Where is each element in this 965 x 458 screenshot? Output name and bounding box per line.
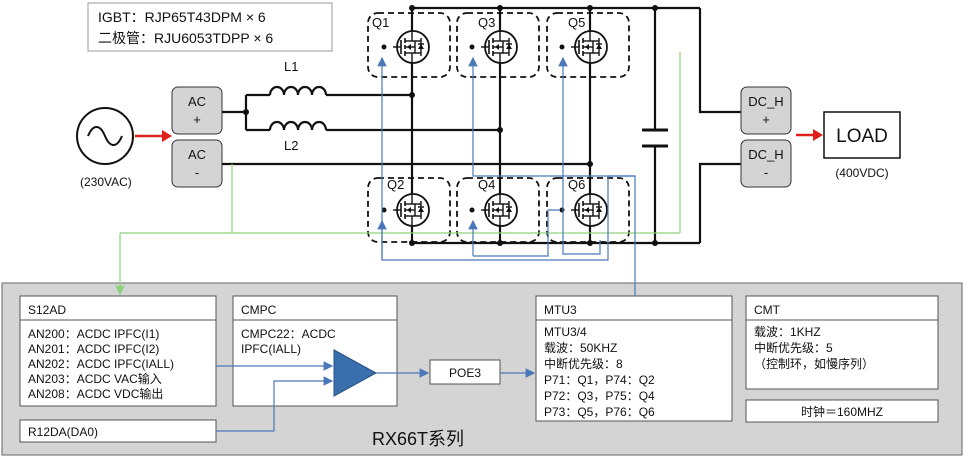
- inductor-l2-label: L2: [284, 138, 298, 153]
- clock-block: [745, 399, 939, 423]
- ac-plus-terminal: [171, 86, 223, 135]
- s12ad-line: AN202：ACDC IPFC(IALL): [28, 357, 174, 371]
- component-legend-box: [87, 2, 333, 52]
- r12da-label: R12DA(DA0): [28, 425, 98, 439]
- mtu3-line: P71：Q1，P74：Q2: [544, 373, 655, 387]
- s12ad-line: AN208：ACDC VDC输出: [28, 386, 163, 401]
- poe3-label: POE3: [449, 366, 481, 380]
- dc-minus-terminal: [740, 139, 792, 188]
- ac-plus-label: AC: [188, 94, 206, 109]
- dc-plus-sign: +: [762, 112, 770, 127]
- gate-wire-q6: [473, 209, 560, 257]
- cmpc-line: IPFC(IALL): [241, 342, 301, 356]
- cmpc-line: CMPC22：ACDC: [241, 327, 336, 341]
- switch-q3-label: Q3: [478, 15, 495, 30]
- cmt-line: 中断优先级：5: [754, 340, 833, 355]
- mtu3-line: 载波：50KHZ: [544, 341, 617, 355]
- cmt-title: CMT: [754, 303, 781, 317]
- switch-q6-label: Q6: [568, 177, 585, 192]
- switch-q2: [367, 177, 451, 243]
- inductor-l1: [268, 85, 328, 96]
- mtu3-line: MTU3/4: [544, 325, 587, 339]
- ac-source: [76, 107, 134, 165]
- switch-q4-label: Q4: [478, 177, 495, 192]
- s12ad-block: [19, 295, 217, 407]
- clock-label: 时钟＝160MHZ: [801, 404, 883, 419]
- ac-plus-sign: +: [193, 112, 201, 127]
- s12ad-line: AN201：ACDC IPFC(I2): [28, 342, 159, 356]
- dac-to-comparator-wire: [216, 376, 334, 432]
- sense-wiring: [120, 52, 681, 234]
- ac-minus-label: AC: [188, 147, 206, 162]
- gate-wire-q3: [468, 56, 636, 296]
- inductor-l2: [268, 120, 328, 131]
- load-arrowhead: [813, 129, 823, 141]
- bus-capacitor: [642, 128, 668, 148]
- mtu3-title: MTU3: [544, 303, 577, 317]
- diode-part-text: 二极管：RJU6053TDPP × 6: [98, 30, 273, 46]
- mtu3-line: P72：Q3，P75：Q4: [544, 389, 655, 403]
- mtu3-line: P73：Q5，P76：Q6: [544, 405, 655, 419]
- mtu3-block: [535, 295, 733, 422]
- switch-q1: [367, 12, 451, 78]
- s12ad-title: S12AD: [28, 303, 66, 317]
- cmt-line: 载波：1KHZ: [754, 325, 821, 339]
- cmt-line: （控制环，如慢序列）: [754, 356, 874, 371]
- cmpc-block: [232, 295, 398, 407]
- load-box: [823, 111, 901, 159]
- switch-q5: [546, 12, 630, 78]
- s12ad-line: AN200：ACDC IPFC(I1): [28, 327, 159, 341]
- cmpc-title: CMPC: [241, 303, 277, 317]
- poe3-block: [429, 359, 501, 385]
- load-label: LOAD: [836, 126, 888, 147]
- switch-q1-label: Q1: [372, 15, 389, 30]
- switch-q3: [456, 12, 540, 78]
- mcu-name: RX66T系列: [372, 429, 464, 449]
- dc-plus-terminal: [740, 86, 792, 135]
- load-voltage-label: (400VDC): [835, 166, 888, 180]
- gate-wire-q1: [377, 56, 635, 261]
- cmt-block: [745, 295, 939, 390]
- inductor-l1-label: L1: [284, 59, 298, 74]
- source-arrowhead: [162, 130, 172, 142]
- s12ad-line: AN203：ACDC VAC输入: [28, 371, 162, 386]
- source-voltage-label: (230VAC): [80, 175, 132, 189]
- switch-q2-label: Q2: [387, 177, 404, 192]
- ac-minus-sign: -: [195, 165, 199, 180]
- dc-minus-sign: -: [764, 165, 768, 180]
- dc-minus-label: DC_H: [748, 147, 783, 162]
- mtu3-line: 中断优先级：8: [544, 356, 623, 371]
- switch-q4: [456, 177, 540, 243]
- switch-q5-label: Q5: [568, 15, 585, 30]
- igbt-part-text: IGBT：RJP65T43DPM × 6: [98, 9, 266, 25]
- dc-plus-label: DC_H: [748, 94, 783, 109]
- gate-wire-q5: [558, 56, 601, 255]
- comparator-symbol: [333, 349, 378, 397]
